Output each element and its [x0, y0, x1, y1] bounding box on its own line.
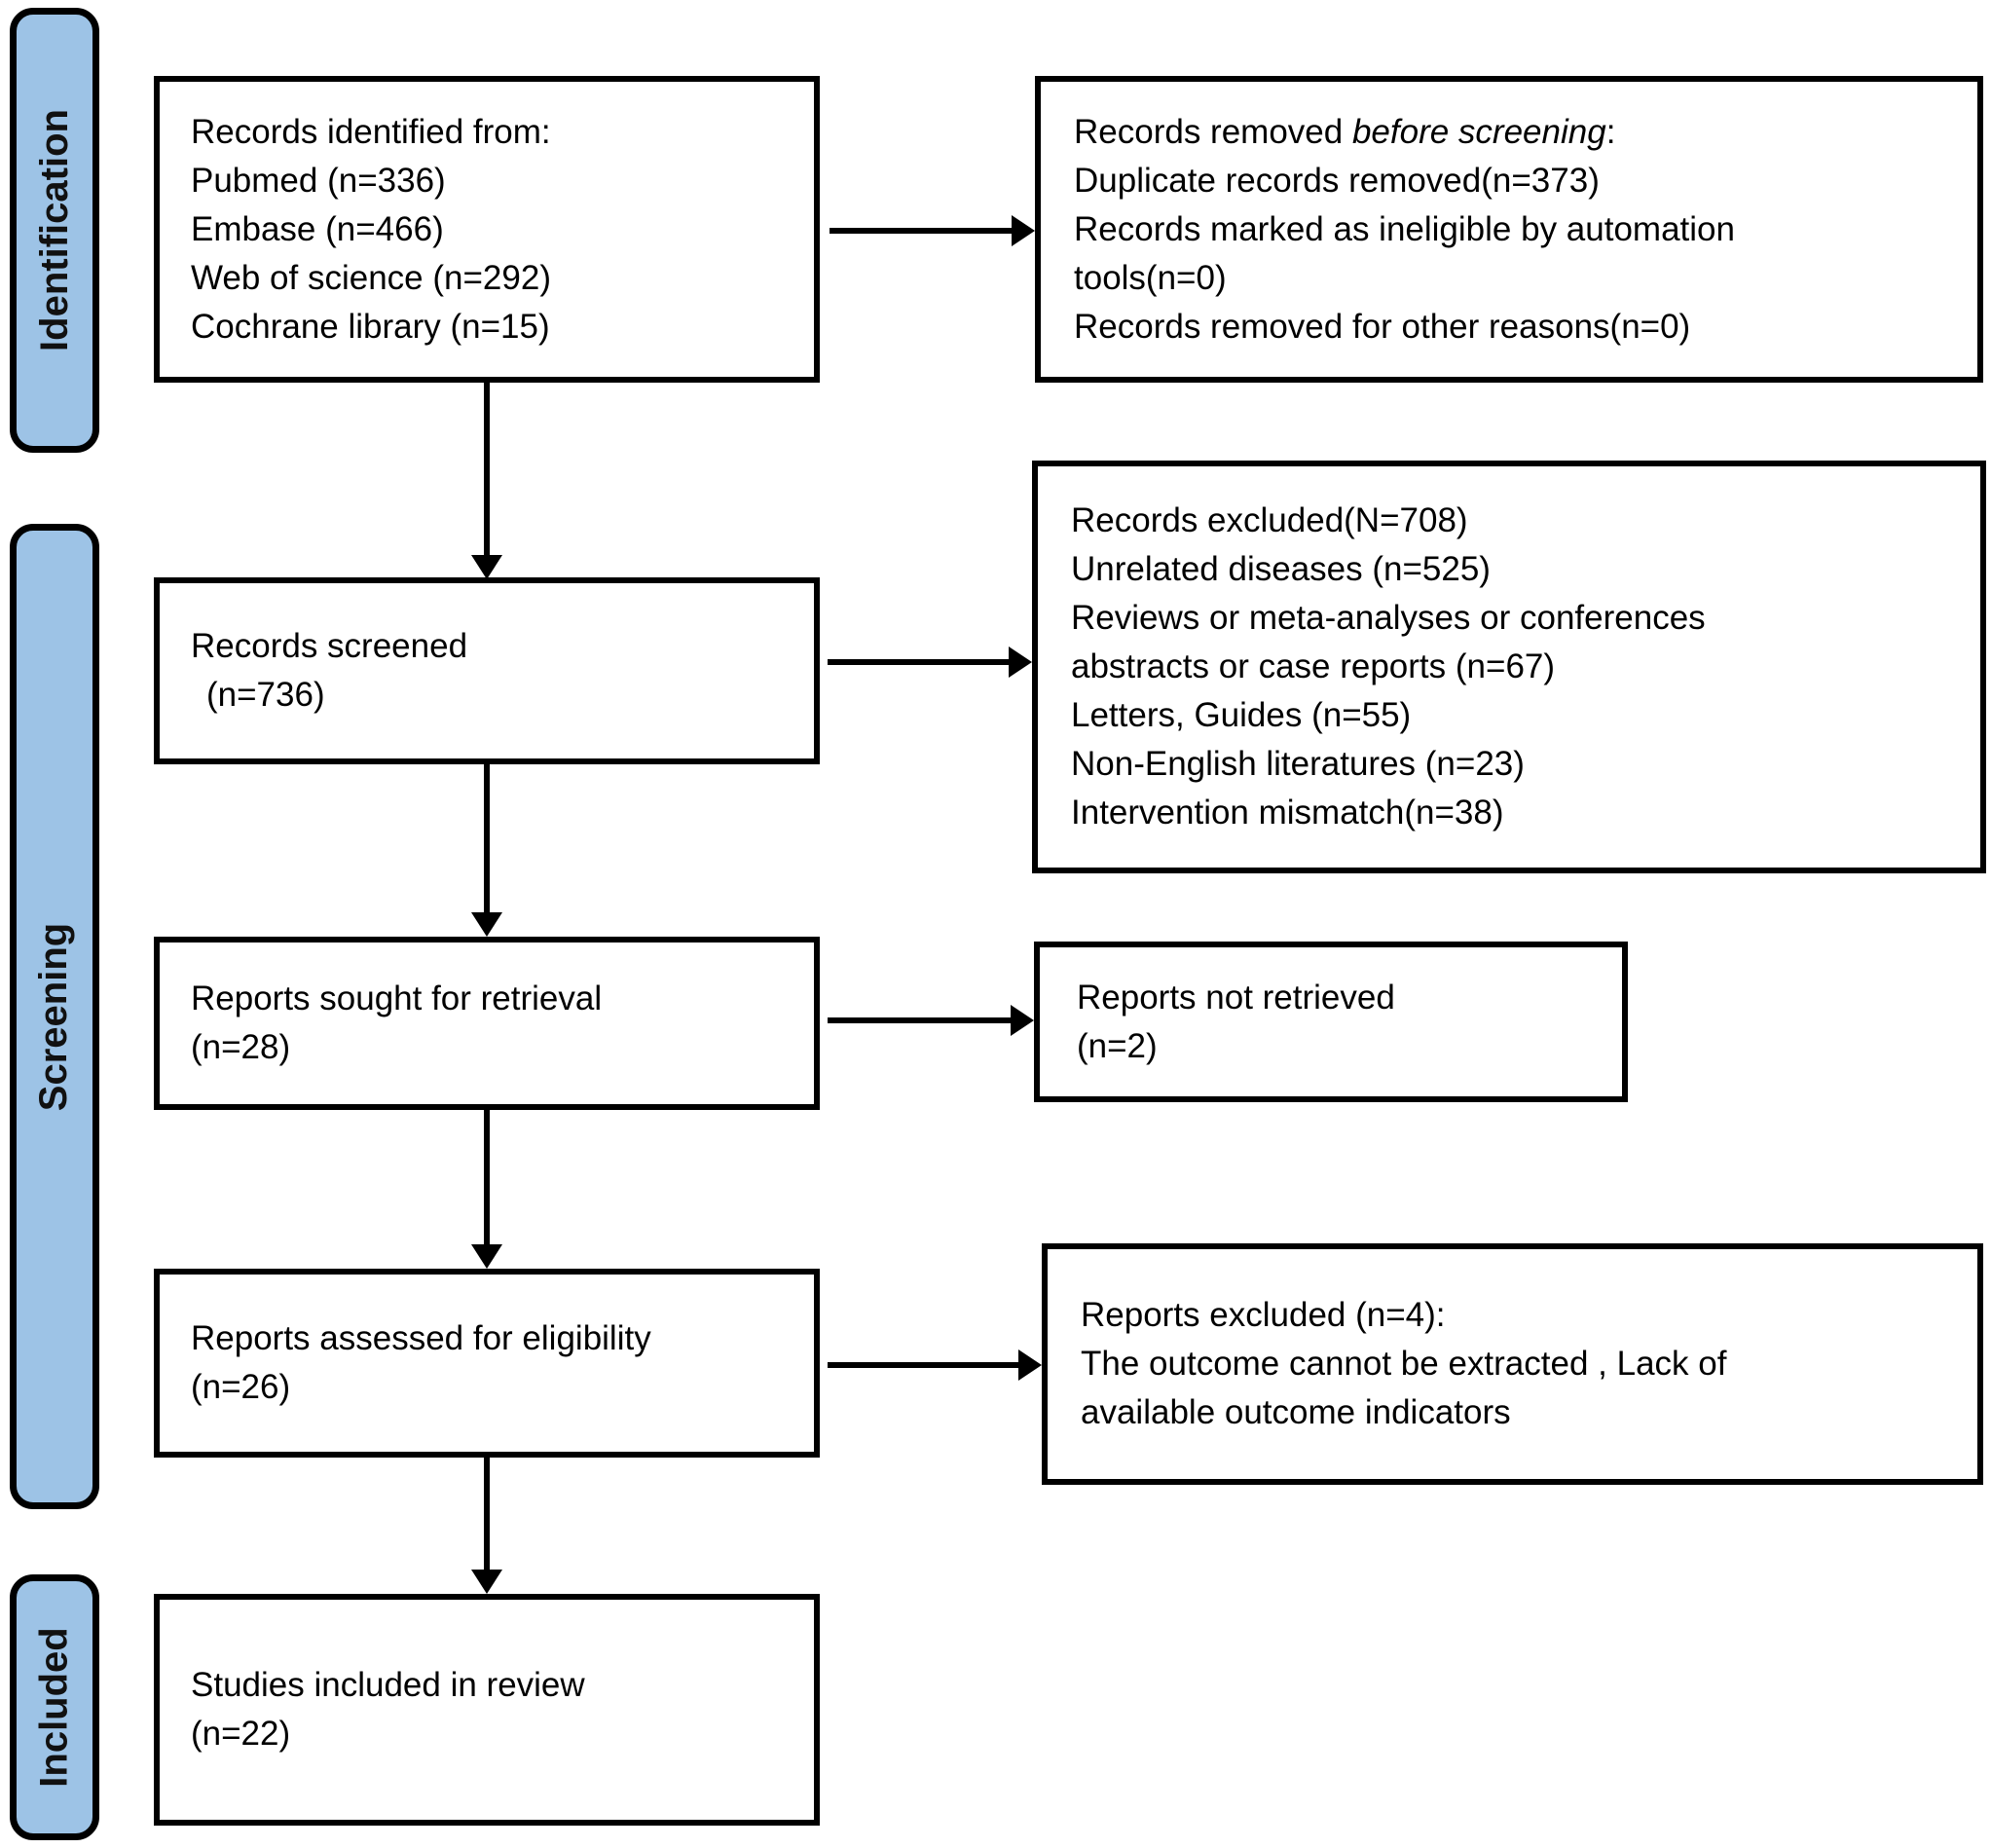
text-line: Pubmed (n=336): [191, 161, 446, 200]
text-line: Reports sought for retrieval: [191, 979, 603, 1017]
arrow-shaft: [828, 1362, 1020, 1368]
text-line: Records screened: [191, 627, 468, 665]
arrowhead-right-icon: [1011, 1005, 1034, 1036]
text-line: (n=22): [191, 1715, 291, 1753]
arrowhead-right-icon: [1009, 647, 1032, 678]
text-line: (n=2): [1077, 1026, 1158, 1065]
text-line: Duplicate records removed(n=373): [1074, 161, 1600, 200]
text-line: Reports excluded (n=4):: [1081, 1296, 1446, 1334]
box-studies-included: Studies included in review (n=22): [154, 1594, 820, 1826]
text-line: available outcome indicators: [1081, 1393, 1511, 1431]
stage-screening: Screening: [10, 524, 99, 1509]
arrowhead-right-icon: [1018, 1349, 1042, 1381]
text-line: Unrelated diseases (n=525): [1071, 550, 1491, 588]
box-records-screened: Records screened (n=736): [154, 577, 820, 764]
text-line: The outcome cannot be extracted , Lack o…: [1081, 1345, 1727, 1383]
text-line: Reviews or meta-analyses or conferences: [1071, 599, 1706, 637]
arrow-shaft: [484, 764, 490, 913]
text-line: Studies included in review: [191, 1666, 585, 1704]
text-line: (n=26): [191, 1368, 291, 1406]
text-line: Records removed for other reasons(n=0): [1074, 307, 1691, 346]
arrow-shaft: [828, 1017, 1013, 1023]
stage-label-identification: Identification: [32, 109, 76, 351]
arrowhead-right-icon: [1012, 215, 1035, 246]
arrowhead-down-icon: [471, 1244, 502, 1269]
text-line: Cochrane library (n=15): [191, 307, 550, 346]
arrow-shaft: [828, 659, 1011, 665]
box-records-excluded: Records excluded(N=708) Unrelated diseas…: [1032, 461, 1986, 873]
arrowhead-down-icon: [471, 912, 502, 937]
arrowhead-down-icon: [471, 1570, 502, 1594]
stage-identification: Identification: [10, 8, 99, 453]
text-line: (n=28): [191, 1028, 291, 1066]
text-line: Letters, Guides (n=55): [1071, 696, 1412, 734]
text-line: abstracts or case reports (n=67): [1071, 647, 1556, 685]
text-line: Records excluded(N=708): [1071, 501, 1468, 539]
text-segment-italic: before screening: [1351, 112, 1606, 151]
stage-label-screening: Screening: [32, 922, 76, 1111]
text-line: Embase (n=466): [191, 209, 444, 248]
arrow-shaft: [484, 383, 490, 556]
stage-label-included: Included: [32, 1627, 76, 1788]
text-line: Reports not retrieved: [1077, 978, 1395, 1016]
text-line: Non-English literatures (n=23): [1071, 745, 1525, 783]
text-segment: :: [1605, 112, 1616, 151]
box-records-removed: Records removed before screening: Duplic…: [1035, 76, 1983, 383]
stage-included: Included: [10, 1574, 99, 1840]
text-line: Records identified from:: [191, 112, 551, 151]
text-line: Reports assessed for eligibility: [191, 1319, 651, 1357]
text-line: tools(n=0): [1074, 258, 1227, 297]
arrowhead-down-icon: [471, 555, 502, 579]
text-line: Records removed before screening:: [1074, 108, 1964, 157]
box-reports-assessed: Reports assessed for eligibility (n=26): [154, 1269, 820, 1458]
arrow-shaft: [484, 1458, 490, 1571]
arrow-shaft: [484, 1110, 490, 1245]
arrow-shaft: [830, 228, 1014, 234]
text-line: Records marked as ineligible by automati…: [1074, 209, 1735, 248]
box-reports-sought: Reports sought for retrieval (n=28): [154, 937, 820, 1110]
box-records-identified: Records identified from: Pubmed (n=336) …: [154, 76, 820, 383]
box-reports-excluded: Reports excluded (n=4): The outcome cann…: [1042, 1243, 1983, 1485]
box-reports-not-retrieved: Reports not retrieved (n=2): [1034, 942, 1628, 1102]
text-line: Web of science (n=292): [191, 258, 551, 297]
text-line: Intervention mismatch(n=38): [1071, 794, 1504, 832]
text-segment: Records removed: [1074, 112, 1352, 151]
text-line: (n=736): [206, 676, 325, 714]
